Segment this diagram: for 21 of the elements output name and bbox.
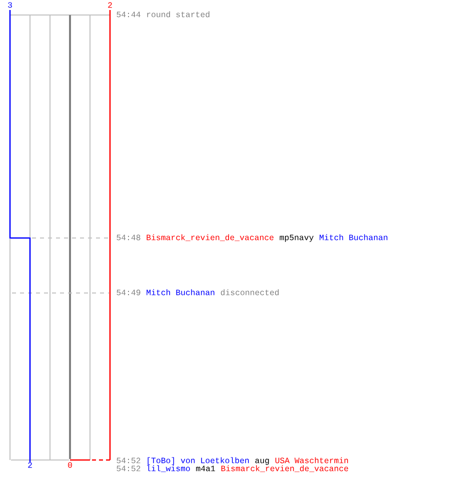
player-name: Bismarck_revien_de_vacance bbox=[221, 465, 348, 472]
event-text: round started bbox=[147, 11, 210, 18]
time-label: 54:48 bbox=[116, 234, 140, 240]
player-name: [ToBo] von Loetkolben bbox=[148, 457, 249, 465]
player-count: 3 bbox=[8, 2, 12, 8]
time-label: 54:49 bbox=[116, 290, 140, 296]
player-name: Mitch Buchanan bbox=[320, 234, 388, 240]
player-count: 2 bbox=[108, 2, 112, 8]
time-label: 54:44 bbox=[116, 12, 140, 18]
weapon-name: m4a1 bbox=[196, 466, 216, 472]
event-text: disconnected bbox=[220, 289, 279, 296]
time-label: 54:52 bbox=[116, 466, 140, 472]
time-label: 54:52 bbox=[116, 458, 140, 464]
weapon-name: aug bbox=[255, 458, 269, 465]
weapon-name: mp5navy bbox=[280, 234, 314, 242]
player-name: Mitch Buchanan bbox=[146, 289, 214, 296]
player-name: Bismarck_revien_de_vacance bbox=[146, 234, 274, 242]
player-name: USA Waschtermin bbox=[275, 457, 348, 464]
player-count: 2 bbox=[28, 462, 32, 468]
player-name: lil_wismo bbox=[147, 465, 190, 472]
player-count: 0 bbox=[68, 462, 72, 468]
